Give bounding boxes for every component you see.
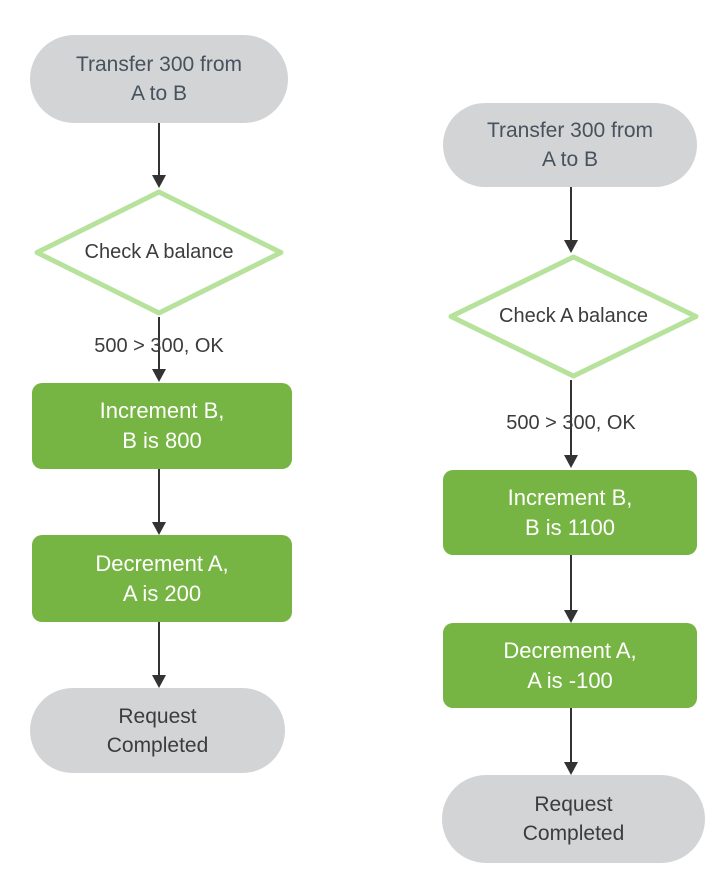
step-line1: Decrement A,: [95, 550, 229, 576]
end-node-line1: Request: [534, 793, 613, 816]
arrowhead-icon: [564, 762, 578, 775]
condition-label: 500 > 300, OK: [94, 335, 224, 357]
arrow-connector: [564, 380, 578, 468]
arrowhead-icon: [564, 240, 578, 253]
step-line2: A is -100: [527, 667, 613, 693]
end-node-line1: Request: [118, 704, 197, 728]
start-node-line2: A to B: [541, 148, 599, 171]
start-node-line2: A to B: [130, 82, 188, 105]
arrow-shaft: [158, 622, 160, 676]
arrow-shaft: [570, 555, 572, 611]
start-node-line1: Transfer 300 from: [75, 53, 243, 76]
arrow-shaft: [158, 123, 160, 176]
step-line2: B is 1100: [524, 514, 616, 540]
arrowhead-icon: [152, 675, 166, 688]
arrow-connector: [152, 469, 166, 535]
arrow-connector: [564, 555, 578, 623]
arrow-connector: [152, 317, 166, 382]
arrow-connector: [152, 123, 166, 188]
arrowhead-icon: [152, 175, 166, 188]
arrowhead-icon: [152, 369, 166, 382]
decision-node: Check A balance: [447, 253, 700, 380]
step-line1: Decrement A,: [503, 637, 637, 663]
arrow-connector: [564, 187, 578, 253]
start-node: Transfer 300 from A to B: [443, 103, 697, 187]
diamond-shape: [34, 189, 284, 316]
step-node-decrement: Decrement A, A is 200: [32, 535, 292, 622]
arrow-shaft: [570, 380, 572, 456]
arrowhead-icon: [564, 455, 578, 468]
step-line2: A is 200: [122, 580, 202, 606]
arrow-shaft: [158, 469, 160, 523]
arrow-shaft: [570, 187, 572, 241]
start-node-line1: Transfer 300 from: [486, 119, 654, 142]
arrowhead-icon: [564, 610, 578, 623]
decision-node: Check A balance: [33, 188, 285, 317]
end-node: Request Completed: [442, 775, 705, 863]
start-node: Transfer 300 from A to B: [30, 35, 288, 123]
step-line1: Increment B,: [99, 398, 225, 423]
diamond-shape: [448, 254, 699, 379]
decision-label: Check A balance: [499, 305, 648, 327]
step-line1: Increment B,: [507, 484, 633, 510]
arrow-shaft: [570, 708, 572, 763]
step-node-increment: Increment B, B is 800: [32, 383, 292, 469]
end-node-line2: Completed: [106, 733, 209, 757]
arrow-connector: [564, 708, 578, 775]
step-line2: B is 800: [122, 428, 202, 453]
end-node: Request Completed: [30, 688, 285, 773]
step-node-decrement: Decrement A, A is -100: [443, 623, 697, 708]
arrow-connector: [152, 622, 166, 688]
end-node-line2: Completed: [522, 822, 625, 845]
decision-label: Check A balance: [84, 241, 234, 263]
step-node-increment: Increment B, B is 1100: [443, 470, 697, 555]
arrow-shaft: [158, 317, 160, 370]
arrowhead-icon: [152, 522, 166, 535]
condition-label: 500 > 300, OK: [506, 412, 636, 434]
